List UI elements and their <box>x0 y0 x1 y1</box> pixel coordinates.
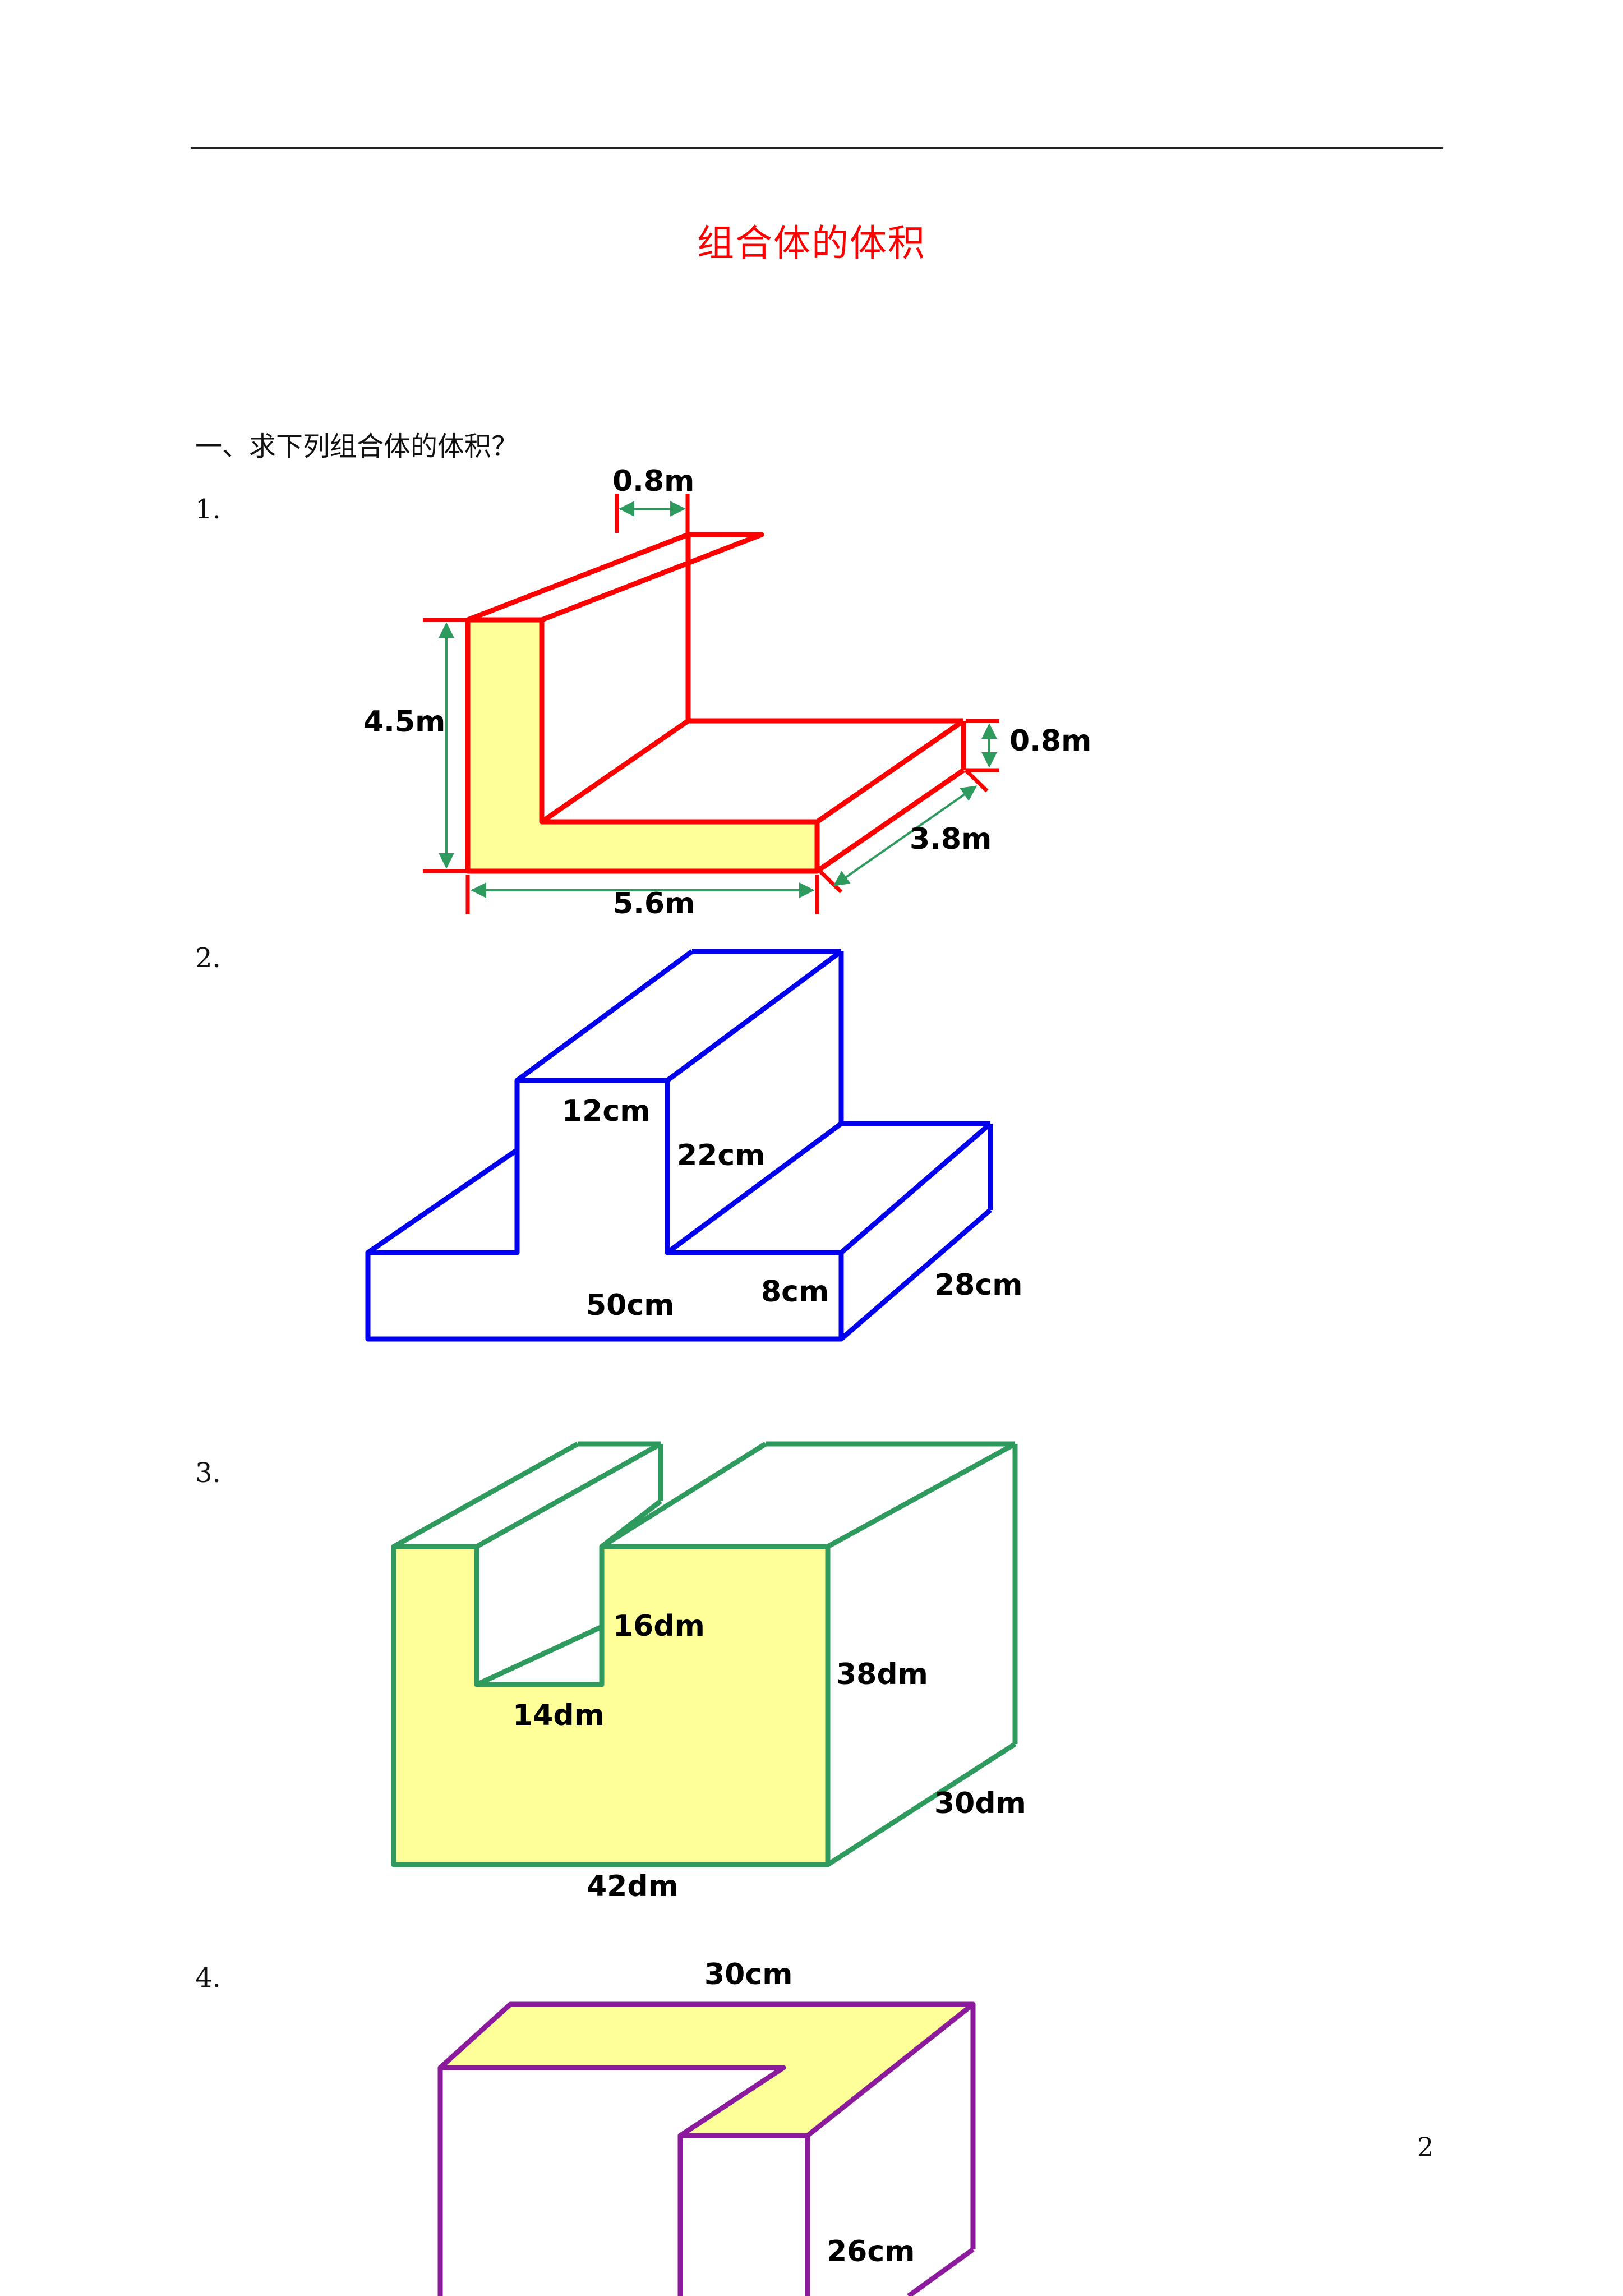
question-number-4: 4. <box>195 1962 221 1994</box>
fig4-label-height: 26cm <box>827 2235 915 2269</box>
figure-3-notched-block <box>391 1441 1018 1867</box>
question-number-1: 1. <box>195 494 221 525</box>
fig2-label-depth: 28cm <box>934 1268 1022 1302</box>
fig1-label-height: 4.5m <box>363 705 445 739</box>
figure-1-labels: 0.8m 4.5m 0.8m 3.8m 5.6m <box>363 464 1091 921</box>
question-number-2: 2. <box>195 942 221 974</box>
fig1-label-top-thickness: 0.8m <box>612 464 694 498</box>
fig1-label-base-thickness: 0.8m <box>1009 724 1091 758</box>
fig1-base-top-diag <box>815 719 965 824</box>
page-number: 2 <box>1417 2132 1434 2162</box>
fig1-top-edges <box>467 532 764 623</box>
figure-2-labels: 12cm 22cm 50cm 8cm 28cm <box>562 1094 1022 1322</box>
fig3-label-notch-height: 16dm <box>613 1609 705 1643</box>
fig4-label-top-width: 30cm <box>704 1958 792 1991</box>
figure-1-dimensions <box>423 494 999 914</box>
figure-1-arrows <box>439 501 997 898</box>
fig2-label-top-width: 12cm <box>562 1094 650 1128</box>
fig3-front-face <box>391 1544 831 1867</box>
figure-2-t-solid <box>365 949 993 1342</box>
figure-1-l-solid <box>465 532 966 874</box>
fig1-inner-left <box>540 719 690 824</box>
figure-4-c-solid <box>437 2001 976 2296</box>
fig3-label-notch-width: 14dm <box>513 1699 605 1732</box>
question-number-3: 3. <box>195 1457 221 1489</box>
fig2-label-base-height: 8cm <box>761 1275 829 1309</box>
fig2-label-base-width: 50cm <box>586 1289 674 1322</box>
fig3-label-depth: 30dm <box>934 1787 1026 1820</box>
page-title: 组合体的体积 <box>697 222 926 265</box>
fig2-label-upper-height: 22cm <box>677 1139 765 1172</box>
figure-4-labels: 30cm 26cm <box>704 1958 915 2269</box>
fig3-label-width: 42dm <box>587 1870 679 1903</box>
header-rule <box>191 147 1443 149</box>
fig4-top-face <box>437 2001 976 2138</box>
figure-3-labels: 16dm 14dm 38dm 30dm 42dm <box>513 1609 1026 1903</box>
fig1-label-depth: 3.8m <box>910 822 992 856</box>
fig1-label-width: 5.6m <box>613 887 695 921</box>
fig3-label-height: 38dm <box>836 1658 928 1691</box>
section-heading: 一、求下列组合体的体积？ <box>195 431 519 462</box>
fig1-front-face <box>465 617 820 874</box>
fig1-base-bottom-diag <box>815 768 965 873</box>
